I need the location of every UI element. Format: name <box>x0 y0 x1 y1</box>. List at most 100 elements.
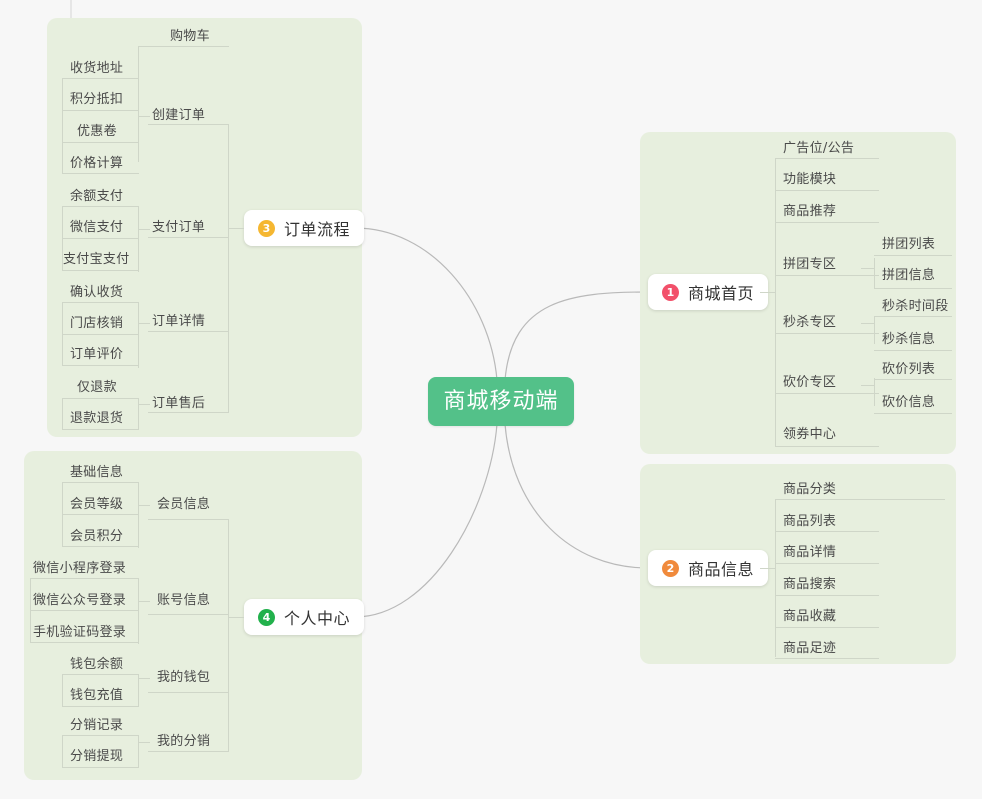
underline-product-category <box>775 499 945 500</box>
node-wallet-balance[interactable]: 钱包余额 <box>70 657 124 672</box>
node-product-search[interactable]: 商品搜索 <box>783 577 837 592</box>
underline-alipay <box>62 270 139 271</box>
node-refund-only[interactable]: 仅退款 <box>77 380 117 395</box>
node-shipping-address[interactable]: 收货地址 <box>70 61 124 76</box>
underline-ad-banner <box>775 158 879 159</box>
root-node-label: 商城移动端 <box>443 388 559 414</box>
node-bargain-info[interactable]: 砍价信息 <box>882 395 936 410</box>
connector-stub-mall-home <box>760 292 776 293</box>
node-member-info[interactable]: 会员信息 <box>157 497 211 512</box>
underline-price-calculation <box>62 173 139 174</box>
node-pay-order[interactable]: 支付订单 <box>152 220 206 235</box>
node-product-category[interactable]: 商品分类 <box>783 482 837 497</box>
connector-left-create-order <box>62 78 63 173</box>
underline-create-order <box>148 124 229 125</box>
connector-stub-my-wallet <box>138 678 150 679</box>
branch-node-user-center[interactable]: 4 个人中心 <box>244 599 365 635</box>
connector-stub-order-flow <box>228 228 244 229</box>
node-alipay[interactable]: 支付宝支付 <box>63 252 130 267</box>
connector-spine-order-detail <box>138 302 139 368</box>
node-order-detail[interactable]: 订单详情 <box>152 314 206 329</box>
node-bargain-list[interactable]: 砍价列表 <box>882 362 936 377</box>
node-create-order[interactable]: 创建订单 <box>152 108 206 123</box>
node-flash-sale-period[interactable]: 秒杀时间段 <box>882 299 949 314</box>
node-wallet-recharge[interactable]: 钱包充值 <box>70 688 124 703</box>
branch-node-product-info[interactable]: 2 商品信息 <box>648 550 769 586</box>
node-group-buy-info[interactable]: 拼团信息 <box>882 268 936 283</box>
node-my-distribution[interactable]: 我的分销 <box>157 734 211 749</box>
underline-points-deduction <box>62 110 139 111</box>
connector-spine-order-flow <box>228 124 229 412</box>
node-member-level[interactable]: 会员等级 <box>70 497 124 512</box>
branch-badge-2: 2 <box>662 559 679 577</box>
node-product-detail[interactable]: 商品详情 <box>783 545 837 560</box>
node-price-calculation[interactable]: 价格计算 <box>70 156 124 171</box>
underline-member-points <box>62 546 139 547</box>
node-wechat-official-login[interactable]: 微信公众号登录 <box>33 593 127 608</box>
node-confirm-receipt[interactable]: 确认收货 <box>70 285 124 300</box>
node-wechat-pay[interactable]: 微信支付 <box>70 220 124 235</box>
connector-stub-user-center <box>228 617 244 618</box>
node-flash-sale-info[interactable]: 秒杀信息 <box>882 332 936 347</box>
node-ad-banner[interactable]: 广告位/公告 <box>783 141 855 156</box>
underline-refund-return <box>62 429 139 430</box>
node-coupon[interactable]: 优惠卷 <box>77 124 117 139</box>
node-coupon-center[interactable]: 领券中心 <box>783 427 837 442</box>
underline-wallet-recharge <box>62 706 139 707</box>
node-distribution-withdraw[interactable]: 分销提现 <box>70 749 124 764</box>
node-bargain-zone[interactable]: 砍价专区 <box>783 375 837 390</box>
underline-shopping-cart <box>139 46 229 47</box>
underline-shipping-address <box>62 78 139 79</box>
underline-sms-login <box>30 642 139 643</box>
node-feature-module[interactable]: 功能模块 <box>783 172 837 187</box>
underline-wallet-balance <box>62 674 139 675</box>
connector-spine-after-sales <box>138 398 139 430</box>
underline-refund-only <box>62 398 139 399</box>
underline-bargain-list <box>874 379 952 380</box>
connector-stub-my-distribution <box>138 742 150 743</box>
connector-stub-after-sales <box>138 404 150 405</box>
underline-product-detail <box>775 563 879 564</box>
connector-left-pay-order <box>62 206 63 270</box>
node-flash-sale-zone[interactable]: 秒杀专区 <box>783 315 837 330</box>
node-wechat-miniprogram-login[interactable]: 微信小程序登录 <box>33 561 127 576</box>
underline-pay-order <box>148 237 229 238</box>
connector-stub-product-info <box>760 568 776 569</box>
underline-wechat-miniprogram-login <box>30 578 139 579</box>
root-node[interactable]: 商城移动端 <box>428 377 574 426</box>
node-refund-return[interactable]: 退款退货 <box>70 411 124 426</box>
node-sms-login[interactable]: 手机验证码登录 <box>33 625 127 640</box>
node-store-verify[interactable]: 门店核销 <box>70 316 124 331</box>
node-group-buy-zone[interactable]: 拼团专区 <box>783 257 837 272</box>
connector-spine-my-distribution <box>138 735 139 767</box>
node-distribution-record[interactable]: 分销记录 <box>70 718 124 733</box>
underline-after-sales <box>148 412 229 413</box>
connector-spine-member-info <box>138 482 139 548</box>
node-shopping-cart[interactable]: 购物车 <box>170 29 210 44</box>
node-product-footprint[interactable]: 商品足迹 <box>783 641 837 656</box>
node-after-sales[interactable]: 订单售后 <box>152 396 206 411</box>
node-member-points[interactable]: 会员积分 <box>70 529 124 544</box>
node-product-favorite[interactable]: 商品收藏 <box>783 609 837 624</box>
underline-product-search <box>775 595 879 596</box>
node-my-wallet[interactable]: 我的钱包 <box>157 670 211 685</box>
node-group-buy-list[interactable]: 拼团列表 <box>882 237 936 252</box>
node-product-list[interactable]: 商品列表 <box>783 514 837 529</box>
connector-spine-account-info <box>138 578 139 644</box>
underline-feature-module <box>775 190 879 191</box>
connector-spine-mall-home <box>775 158 776 447</box>
node-product-recommend[interactable]: 商品推荐 <box>783 204 837 219</box>
underline-confirm-receipt <box>62 302 139 303</box>
branch-node-order-flow[interactable]: 3 订单流程 <box>244 210 365 246</box>
underline-balance-pay <box>62 206 139 207</box>
underline-account-info <box>148 614 229 615</box>
node-points-deduction[interactable]: 积分抵扣 <box>70 92 124 107</box>
node-order-review[interactable]: 订单评价 <box>70 347 124 362</box>
underline-product-favorite <box>775 627 879 628</box>
node-basic-info[interactable]: 基础信息 <box>70 465 124 480</box>
node-account-info[interactable]: 账号信息 <box>157 593 211 608</box>
branch-node-mall-home[interactable]: 1 商城首页 <box>648 274 769 310</box>
node-balance-pay[interactable]: 余额支付 <box>70 189 124 204</box>
branch-label-product-info: 商品信息 <box>688 560 755 579</box>
